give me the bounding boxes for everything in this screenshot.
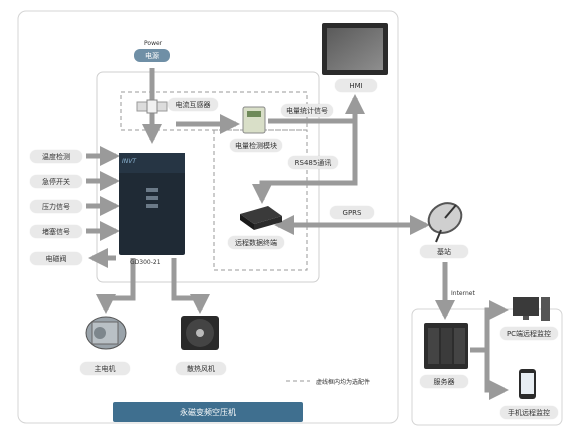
fan-icon [181, 316, 219, 350]
arrow-drive-motor [96, 258, 136, 314]
drive-unit-icon [119, 153, 185, 255]
inner-panel [96, 71, 320, 283]
system-title-banner: 永磁变频空压机 [113, 402, 303, 422]
fan-label: 散热风机 [176, 362, 226, 375]
phone-monitor-label: 手机远程监控 [500, 406, 558, 419]
meter-module-icon [242, 106, 266, 134]
input-emergency-stop: 急停开关 [30, 175, 82, 188]
hmi-monitor-icon [322, 23, 388, 75]
satellite-dish-icon [427, 202, 463, 243]
pc-monitor-label: PC端远程监控 [500, 327, 558, 340]
gprs-label: GPRS [330, 206, 374, 219]
current-transformer-icon [136, 99, 168, 114]
input-pressure: 压力信号 [30, 200, 82, 213]
legend-note: 虚线框内均为选配件 [316, 379, 371, 386]
internet-label: Internet [451, 290, 475, 297]
server-label: 服务器 [420, 375, 468, 388]
input-temperature: 温度检测 [30, 150, 82, 163]
arrow-server-phone [484, 350, 509, 400]
arrow-server-pc [470, 300, 509, 353]
motor-icon [85, 316, 127, 350]
server-rack-icon [424, 323, 468, 369]
rs485-label: RS485通讯 [288, 156, 338, 169]
hmi-label: HMI [335, 79, 377, 92]
phone-icon [519, 369, 536, 399]
drive-model-label: GD300-21 [130, 259, 161, 266]
meter-signal-label: 电量统计信号 [281, 104, 333, 117]
arrow-drive-fan [171, 258, 210, 314]
arrow-hmi-terminal [252, 98, 358, 204]
drive-brand: INVT [122, 158, 137, 165]
remote-terminal-label: 远程数据终端 [228, 236, 284, 249]
power-pill: 电源 [134, 49, 170, 62]
motor-label: 主电机 [80, 362, 130, 375]
optional-dashed-box-side [213, 129, 308, 271]
output-solenoid-valve: 电磁阀 [30, 252, 82, 265]
current-transformer-label: 电流互感器 [168, 98, 218, 111]
pc-icon [513, 297, 550, 321]
power-en-label: Power [144, 40, 163, 47]
base-station-label: 基站 [420, 245, 468, 258]
remote-terminal-icon [240, 206, 282, 230]
input-blockage: 堵塞信号 [30, 225, 82, 238]
meter-module-label: 电量检测模块 [230, 139, 282, 152]
